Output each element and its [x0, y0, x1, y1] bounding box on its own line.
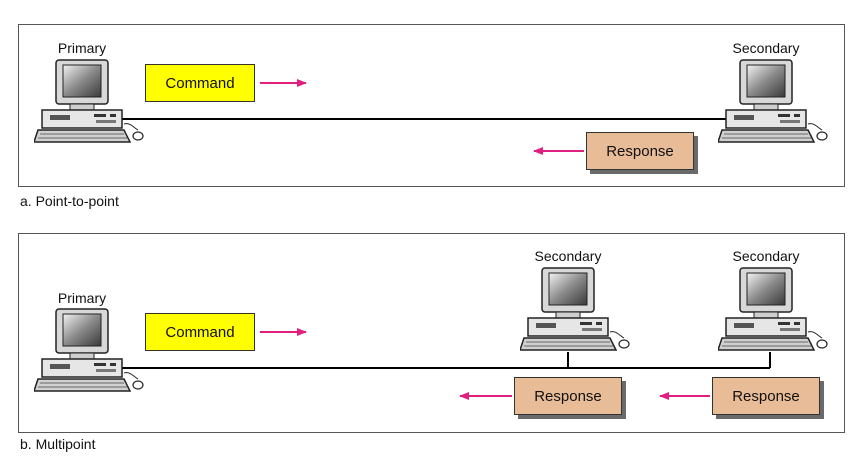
- secondary-label-a: Secondary: [732, 40, 800, 56]
- secondary-label-b1: Secondary: [534, 248, 602, 264]
- command-box-a: Command: [145, 64, 255, 102]
- primary-computer-icon-a: [34, 59, 144, 143]
- response-box-b2: Response: [712, 377, 820, 415]
- caption-point-to-point: a. Point-to-point: [20, 193, 119, 209]
- primary-label-a: Primary: [57, 40, 107, 56]
- response-box-a: Response: [586, 132, 694, 170]
- command-box-b: Command: [145, 313, 255, 351]
- primary-label-b: Primary: [57, 290, 107, 306]
- secondary-computer-icon-b2: [718, 267, 828, 351]
- secondary-computer-icon-b1: [520, 267, 630, 351]
- primary-computer-icon-b: [34, 308, 144, 392]
- secondary-label-b2: Secondary: [732, 248, 800, 264]
- secondary-computer-icon-a: [718, 59, 828, 143]
- response-box-b1: Response: [514, 377, 622, 415]
- point-to-point-panel: [18, 24, 845, 187]
- caption-multipoint: b. Multipoint: [20, 436, 96, 452]
